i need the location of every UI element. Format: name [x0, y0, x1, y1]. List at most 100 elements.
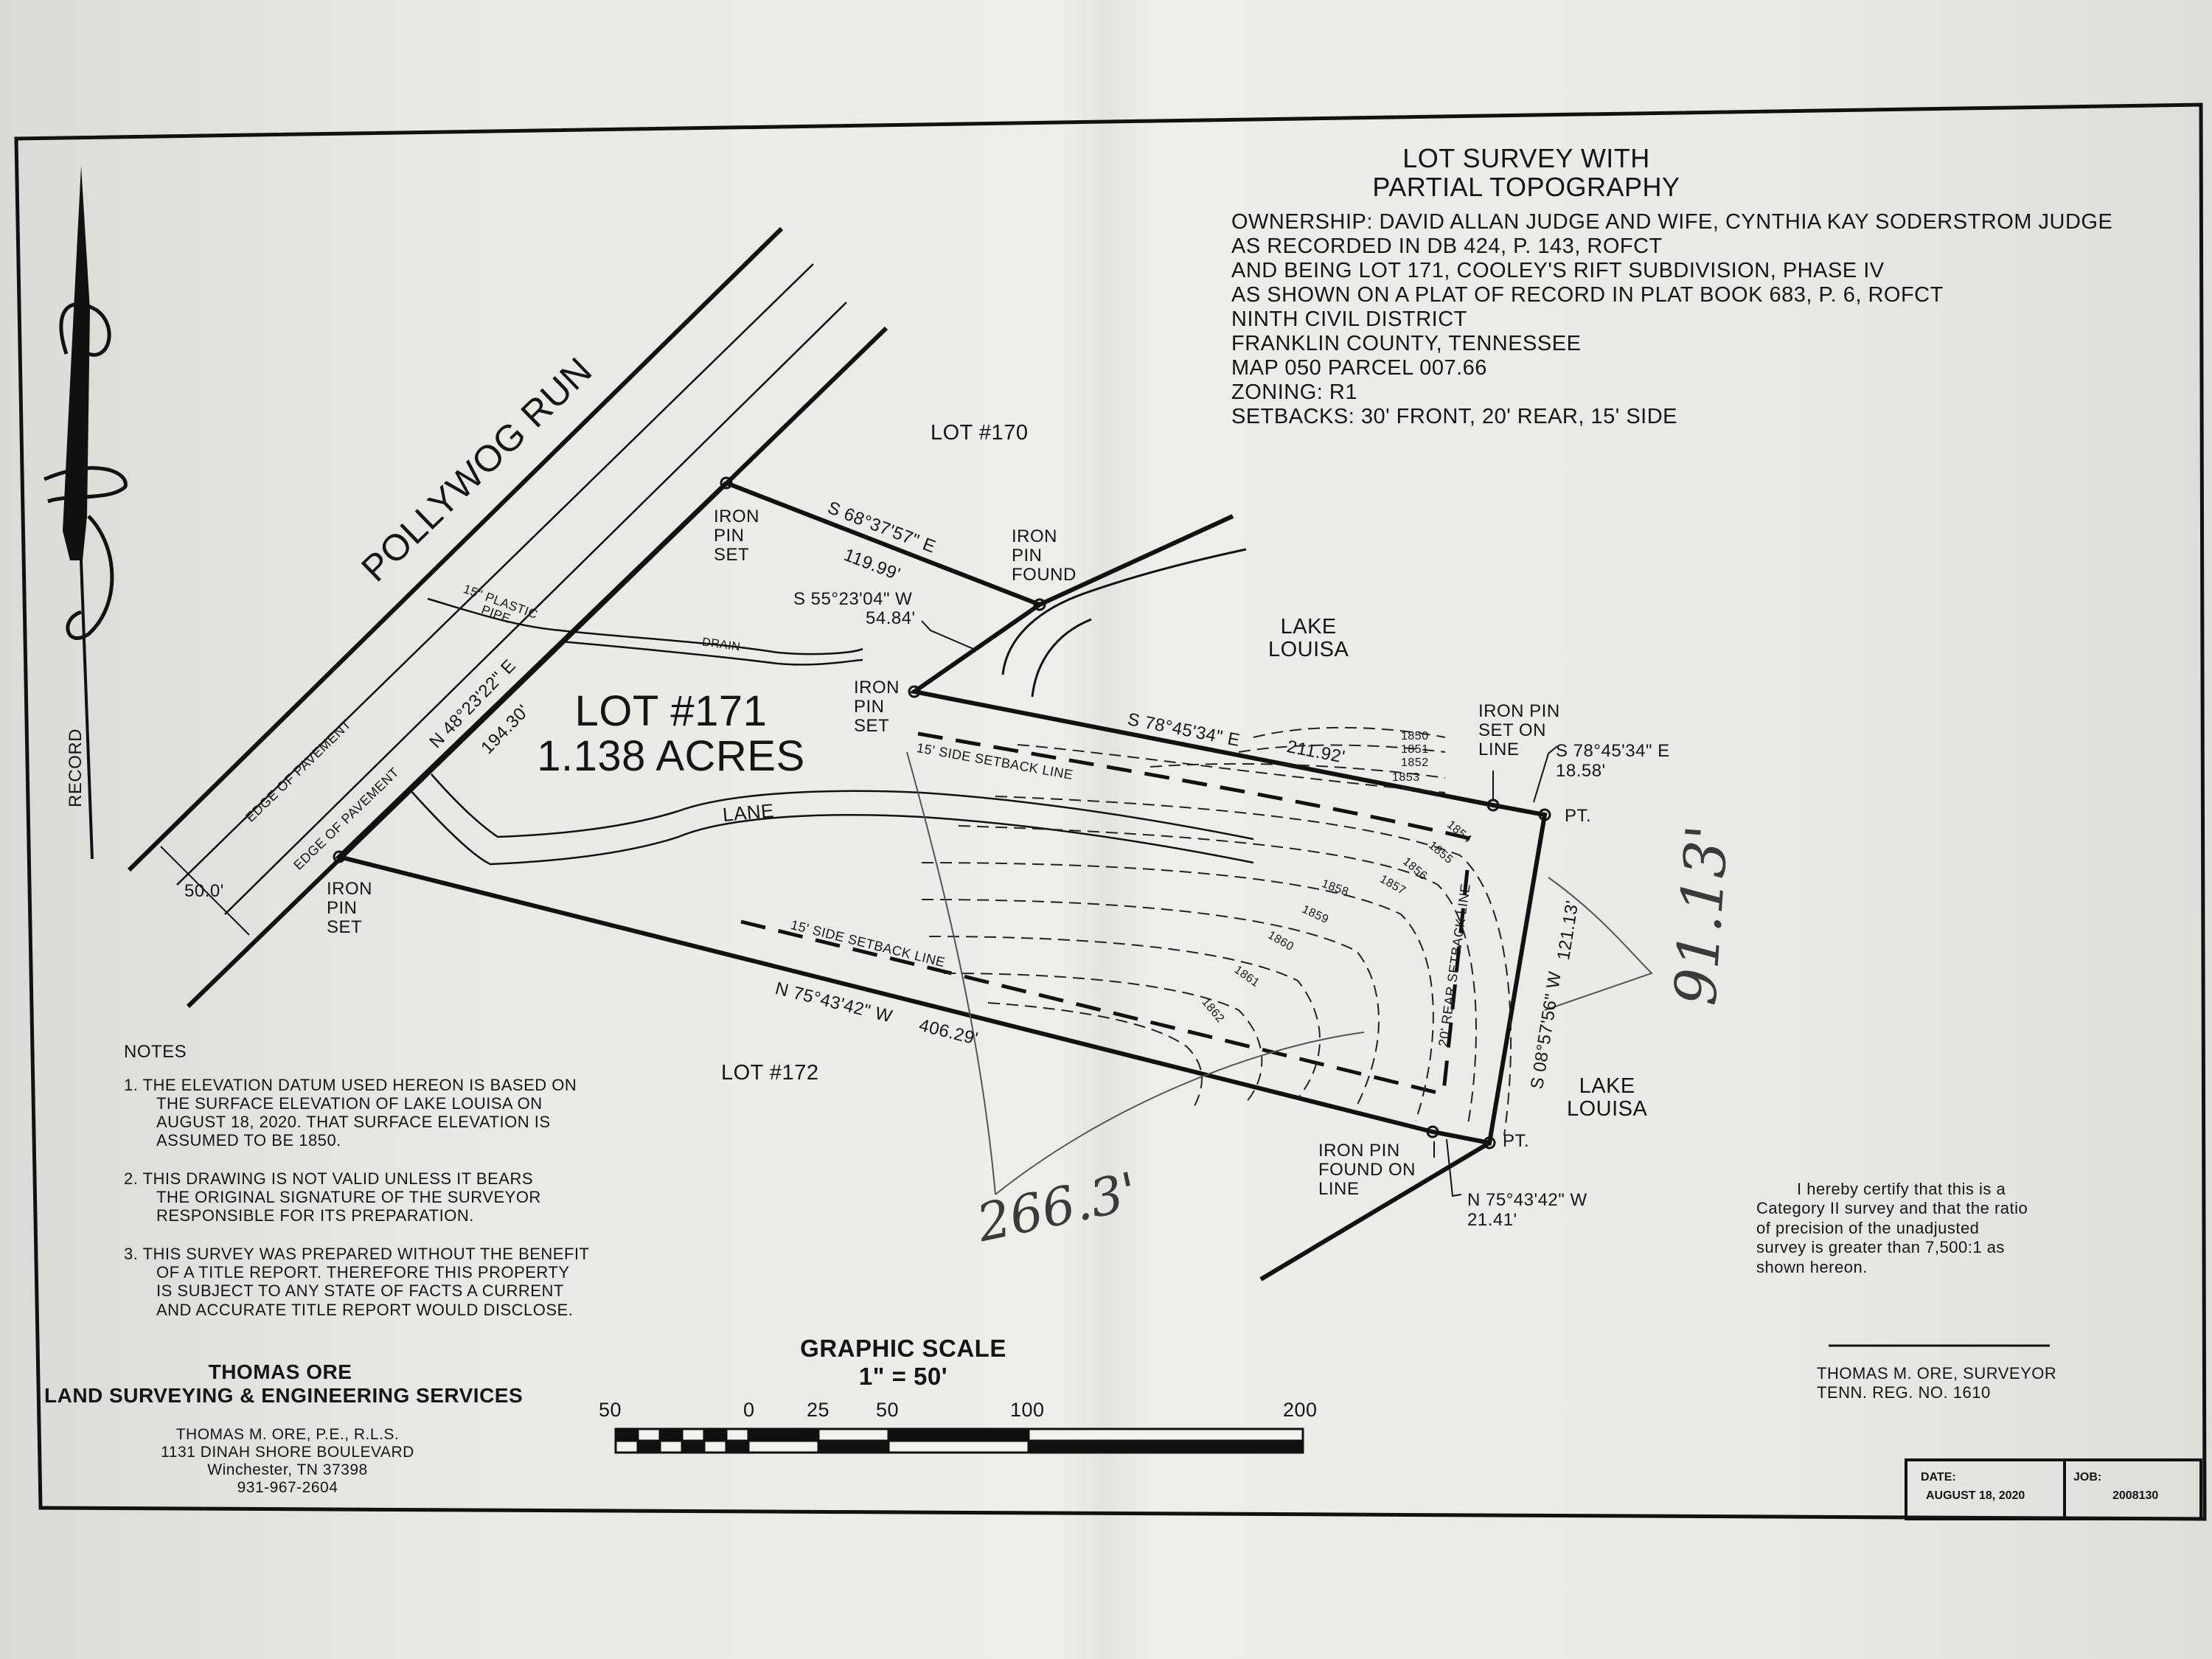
cert-line: Category II survey and that the ratio — [1756, 1199, 2028, 1218]
pin-word: LINE — [1478, 739, 1520, 759]
contour-label: 1852 — [1401, 757, 1429, 769]
cert-line: of precision of the unadjusted — [1756, 1218, 1980, 1237]
distance-label: 21.41' — [1467, 1210, 1517, 1230]
notes-section: NOTES 1. THE ELEVATION DATUM USED HEREON… — [124, 1042, 589, 1319]
pin-label: IRON PIN SET — [714, 507, 759, 565]
info-line: ZONING: R1 — [1231, 380, 1357, 404]
pin-label: IRON PIN FOUND — [1012, 527, 1077, 585]
info-line: FRANKLIN COUNTY, TENNESSEE — [1231, 332, 1582, 355]
point-label: PT. — [1565, 806, 1592, 826]
note-line: THE SURFACE ELEVATION OF LAKE LOUISA ON — [156, 1093, 543, 1113]
ownership-info: OWNERSHIP: DAVID ALLAN JUDGE AND WIFE, C… — [1231, 210, 2112, 429]
lot-170-label: LOT #170 — [931, 421, 1029, 445]
lot-boundary — [335, 481, 1548, 1281]
drawing-border — [14, 102, 2207, 1521]
note-item: 1. THE ELEVATION DATUM USED HEREON IS BA… — [124, 1076, 589, 1150]
note-line: 1. THE ELEVATION DATUM USED HEREON IS BA… — [124, 1075, 577, 1094]
lake-word: LOUISA — [1268, 638, 1349, 662]
pin-markers — [333, 476, 1551, 1150]
leader-lines — [921, 620, 1558, 1197]
note-line: 3. THIS SURVEY WAS PREPARED WITHOUT THE … — [124, 1244, 590, 1263]
pin-word: SET — [327, 917, 363, 937]
lot-label: LOT #171 1.138 ACRES — [531, 689, 811, 779]
pin-word: IRON — [327, 879, 372, 899]
pencil-lines — [906, 751, 1653, 1195]
bearing-label: S 55°23'04" W — [793, 589, 913, 609]
pin-word: PIN — [1012, 545, 1043, 566]
pin-label: IRON PIN FOUND ON LINE — [1318, 1141, 1416, 1199]
distance-label: 18.58' — [1556, 761, 1606, 781]
address-line: 1131 DINAH SHORE BOULEVARD — [161, 1444, 414, 1461]
cert-line: I hereby certify that this is a — [1797, 1180, 2006, 1198]
point-label: PT. — [1503, 1131, 1530, 1151]
contour-label: 1850 — [1401, 730, 1429, 742]
north-arrow-label: RECORD — [66, 728, 86, 807]
address-line: Winchester, TN 37398 — [207, 1461, 368, 1478]
title-block — [1905, 1458, 2202, 1520]
date-value: AUGUST 18, 2020 — [1926, 1489, 2025, 1502]
scale-ratio: 1" = 50' — [858, 1363, 948, 1390]
pin-word: IRON — [714, 507, 759, 526]
bearing-label: S 78°45'34" E — [1556, 741, 1670, 761]
lake-label: LAKE LOUISA — [1567, 1074, 1648, 1121]
pin-label: IRON PIN SET ON LINE — [1478, 702, 1560, 759]
pin-word: IRON PIN — [1478, 701, 1560, 721]
pin-word: IRON — [854, 678, 900, 698]
info-line: AS RECORDED IN DB 424, P. 143, ROFCT — [1231, 234, 1663, 258]
pin-word: FOUND ON — [1318, 1159, 1416, 1180]
note-item: 3. THIS SURVEY WAS PREPARED WITHOUT THE … — [124, 1245, 589, 1319]
cert-line: survey is greater than 7,500:1 as — [1756, 1238, 2005, 1257]
lot-area: 1.138 ACRES — [537, 731, 805, 780]
note-line: AUGUST 18, 2020. THAT SURFACE ELEVATION … — [156, 1113, 551, 1132]
pin-word: PIN — [714, 525, 745, 546]
info-line: OWNERSHIP: DAVID ALLAN JUDGE AND WIFE, C… — [1231, 210, 2113, 234]
drain-lines — [427, 597, 863, 666]
address-line: 931-967-2604 — [237, 1479, 338, 1496]
info-line: NINTH CIVIL DISTRICT — [1231, 307, 1467, 331]
scale-tick: 50 — [599, 1399, 622, 1421]
note-line: ASSUMED TO BE 1850. — [156, 1131, 341, 1150]
pin-word: SET ON — [1478, 720, 1546, 740]
info-line: AND BEING LOT 171, COOLEY'S RIFT SUBDIVI… — [1231, 259, 1885, 282]
title-line: LOT SURVEY WITH — [1402, 143, 1650, 173]
lake-word: LAKE — [1280, 615, 1337, 639]
lake-word: LAKE — [1579, 1074, 1635, 1098]
scale-tick: 100 — [1010, 1399, 1045, 1421]
info-line: SETBACKS: 30' FRONT, 20' REAR, 15' SIDE — [1231, 405, 1678, 428]
pin-word: LINE — [1318, 1178, 1360, 1199]
info-line: AS SHOWN ON A PLAT OF RECORD IN PLAT BOO… — [1231, 283, 1944, 307]
pin-word: IRON PIN — [1318, 1141, 1400, 1161]
job-value: 2008130 — [2112, 1489, 2159, 1502]
lot-172-label: LOT #172 — [721, 1061, 819, 1085]
lane-lines — [408, 773, 1254, 866]
driveway — [1001, 548, 1247, 698]
contour-label: 1853 — [1392, 771, 1420, 784]
company-line: THOMAS ORE — [208, 1360, 352, 1383]
certification-text: I hereby certify that this is a Category… — [1756, 1180, 2028, 1277]
surveyor-line: THOMAS M. ORE, SURVEYOR — [1817, 1364, 2057, 1382]
contour-label: 1851 — [1401, 743, 1429, 756]
pin-label: IRON PIN SET — [327, 880, 372, 937]
scale-tick: 200 — [1283, 1399, 1318, 1421]
scale-tick: 50 — [876, 1399, 900, 1421]
note-line: 2. THIS DRAWING IS NOT VALID UNLESS IT B… — [124, 1169, 534, 1188]
note-line: RESPONSIBLE FOR ITS PREPARATION. — [156, 1206, 474, 1225]
note-line: OF A TITLE REPORT. THEREFORE THIS PROPER… — [156, 1262, 570, 1281]
pin-word: SET — [714, 544, 750, 565]
note-line: THE ORIGINAL SIGNATURE OF THE SURVEYOR — [156, 1188, 541, 1207]
scale-heading: GRAPHIC SCALE — [800, 1335, 1006, 1362]
lake-word: LOUISA — [1567, 1097, 1648, 1121]
scale-tick: 0 — [743, 1399, 755, 1421]
pin-label: IRON PIN SET — [854, 678, 900, 736]
note-line: AND ACCURATE TITLE REPORT WOULD DISCLOSE… — [156, 1300, 574, 1319]
title-line: PARTIAL TOPOGRAPHY — [1372, 171, 1680, 202]
cert-line: shown hereon. — [1756, 1257, 1868, 1276]
lot-number: LOT #171 — [574, 687, 768, 735]
company-name: THOMAS ORE LAND SURVEYING & ENGINEERING … — [44, 1360, 523, 1408]
notes-heading: NOTES — [124, 1042, 187, 1062]
date-label: DATE: — [1921, 1471, 1956, 1484]
scale-tick: 25 — [807, 1399, 830, 1421]
company-address: THOMAS M. ORE, P.E., R.L.S. 1131 DINAH S… — [103, 1426, 472, 1497]
surveyor-block: THOMAS M. ORE, SURVEYOR TENN. REG. NO. 1… — [1817, 1364, 2056, 1402]
